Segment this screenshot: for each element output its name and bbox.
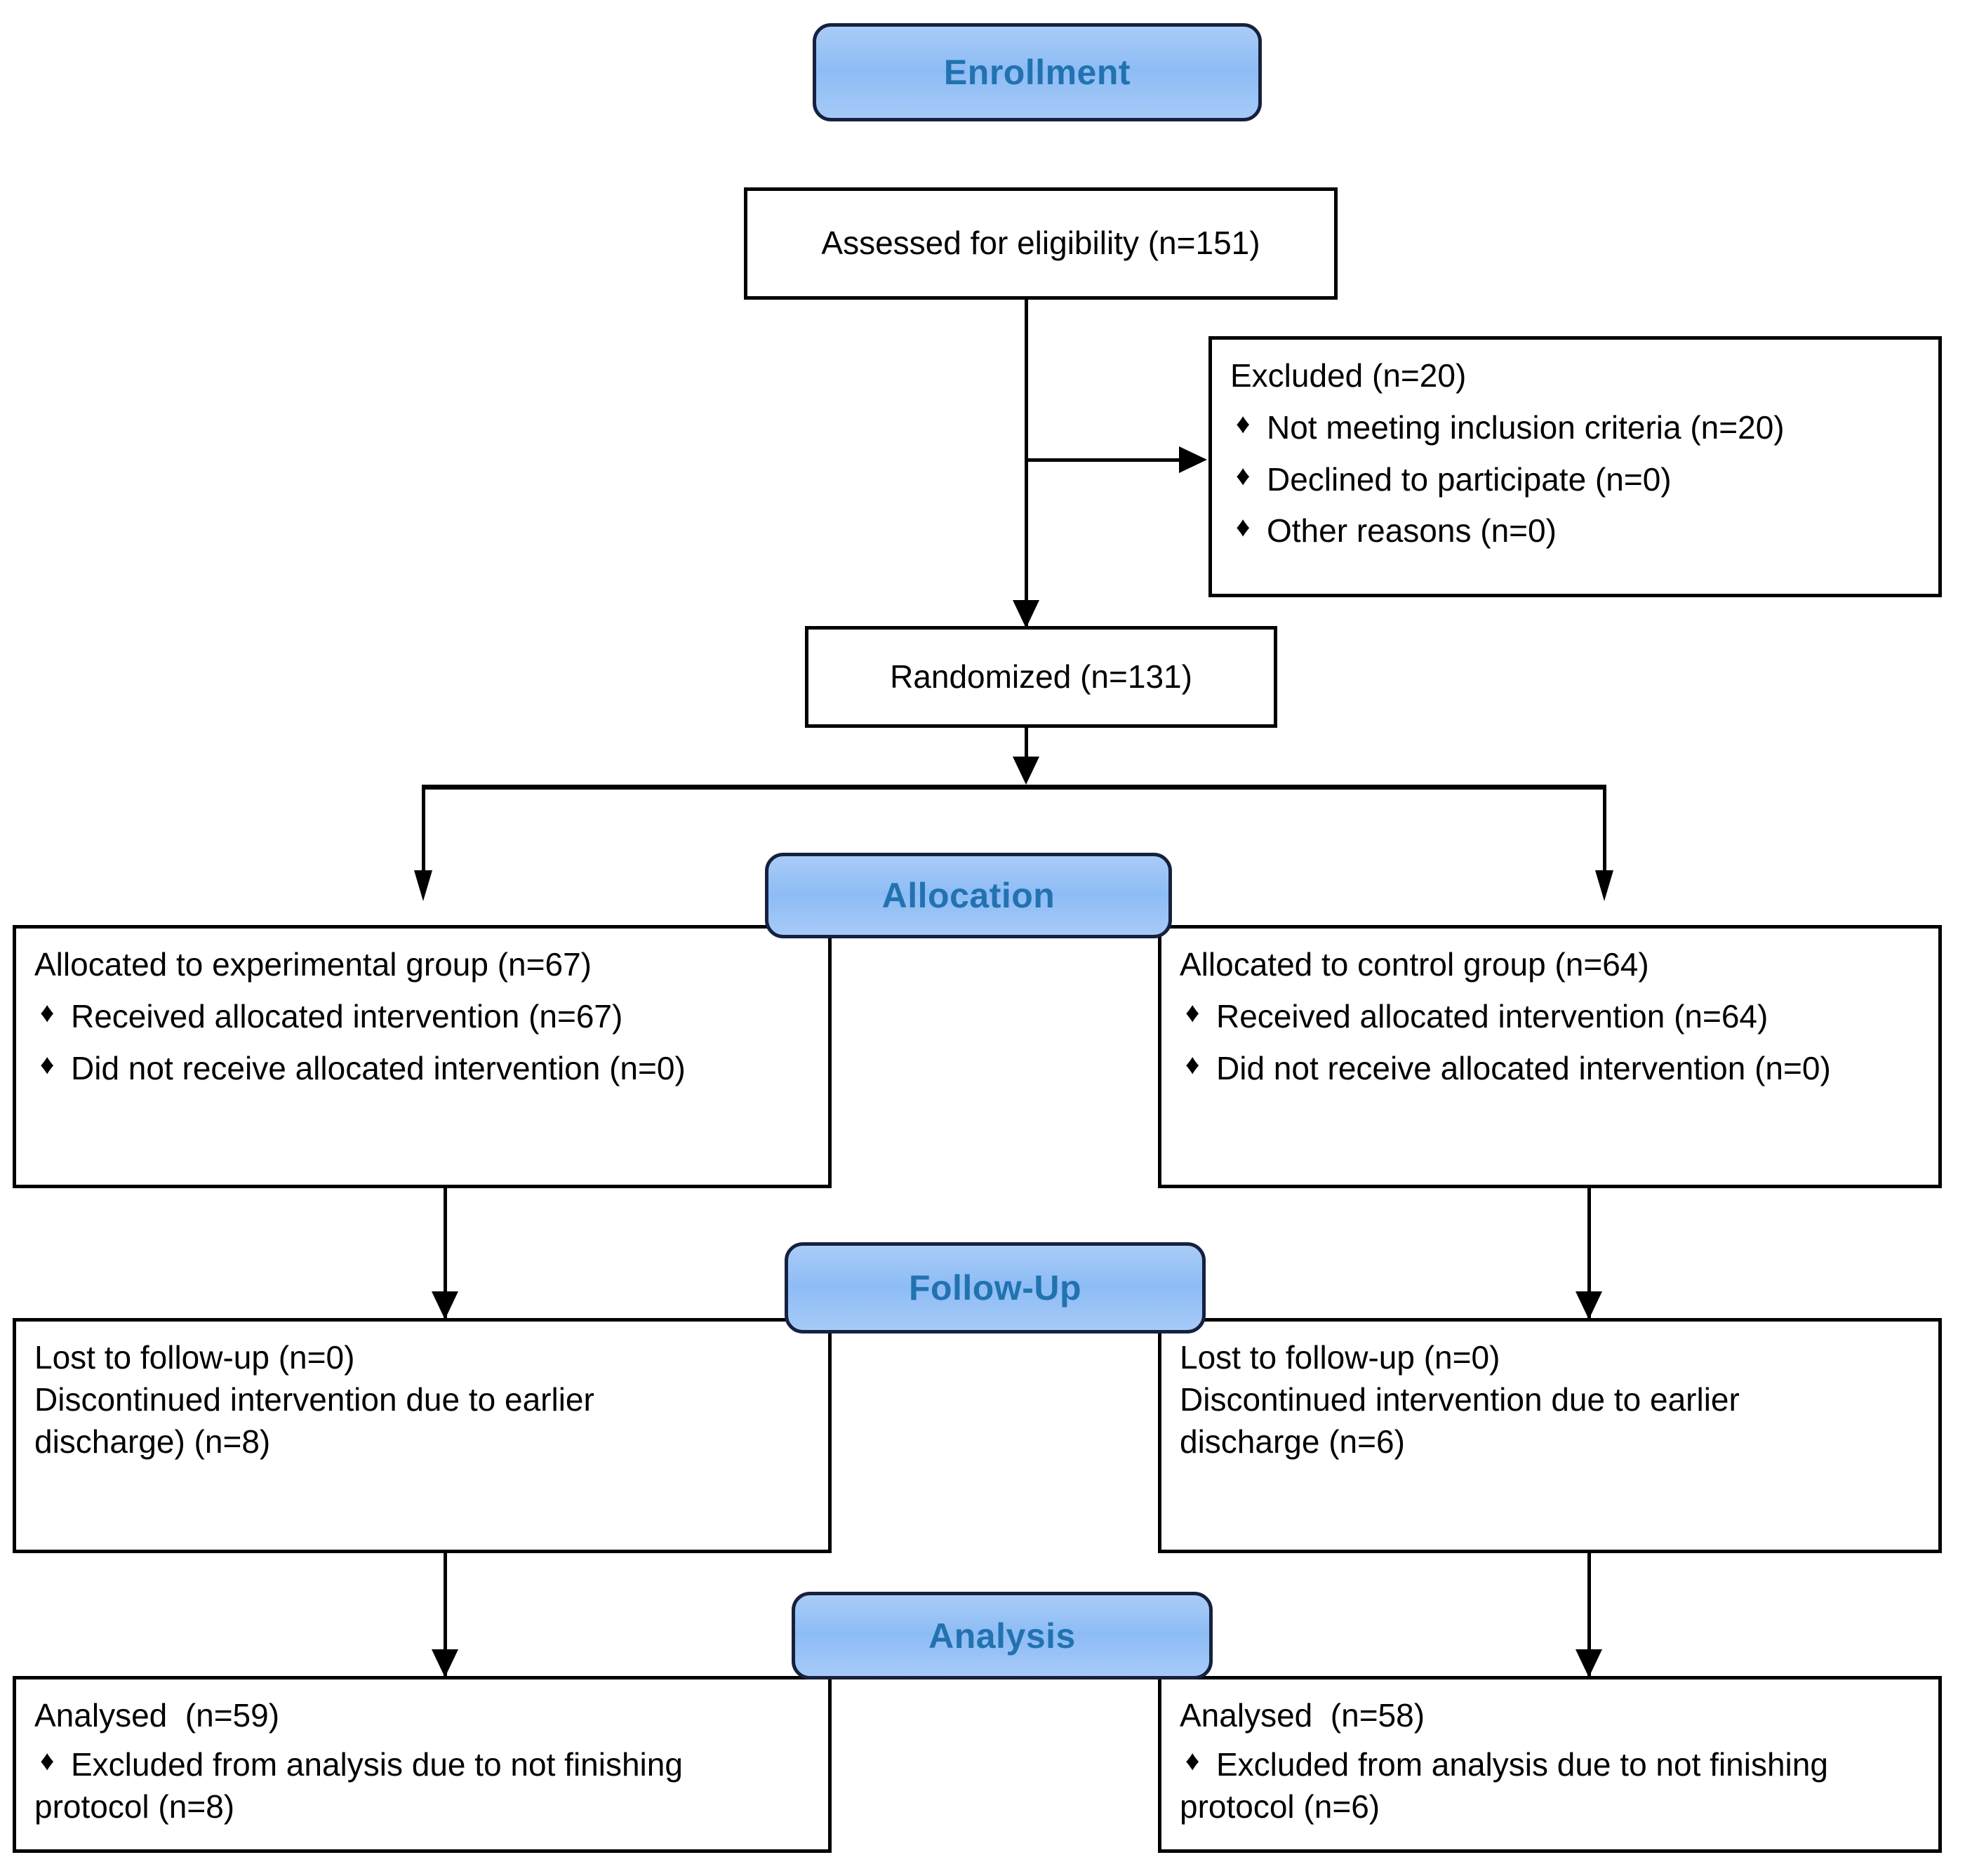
- stage-banner-analysis-label: Analysis: [928, 1616, 1076, 1656]
- node-excluded-item: ♦ Declined to participate (n=0): [1230, 459, 1920, 501]
- diamond-bullet-icon: ♦: [40, 1745, 55, 1776]
- stage-banner-followup: Follow-Up: [785, 1242, 1206, 1333]
- diamond-bullet-icon: ♦: [40, 997, 55, 1028]
- node-excluded-item-label: Other reasons (n=0): [1267, 512, 1557, 550]
- node-followup-control-line1: Lost to follow-up (n=0): [1180, 1339, 1500, 1376]
- connector-randomized-down: [1025, 728, 1028, 770]
- connector-split-left: [422, 785, 425, 890]
- arrowhead-to-excluded: [1179, 446, 1207, 473]
- node-analysis-control-item-line2: protocol (n=6): [1180, 1788, 1380, 1825]
- node-allocated-experimental-item-label: Received allocated intervention (n=67): [71, 997, 623, 1035]
- node-allocated-control-item: ♦ Did not receive allocated intervention…: [1180, 1048, 1920, 1090]
- node-assessed-text: Assessed for eligibility (n=151): [821, 225, 1260, 262]
- node-allocated-experimental-heading: Allocated to experimental group (n=67): [34, 946, 592, 983]
- node-analysis-control-item: ♦ Excluded from analysis due to not fini…: [1180, 1744, 1920, 1786]
- diamond-bullet-icon: ♦: [1185, 1745, 1200, 1776]
- node-followup-control-line2: Discontinued intervention due to earlier: [1180, 1381, 1740, 1418]
- node-excluded: Excluded (n=20) ♦ Not meeting inclusion …: [1208, 336, 1942, 597]
- node-allocated-control: Allocated to control group (n=64) ♦ Rece…: [1158, 925, 1942, 1188]
- arrowhead-followup-left-to-analysis: [432, 1649, 458, 1677]
- node-excluded-item: ♦ Not meeting inclusion criteria (n=20): [1230, 407, 1920, 449]
- node-allocated-experimental-item: ♦ Received allocated intervention (n=67): [34, 996, 810, 1038]
- arrowhead-split-left: [414, 870, 432, 901]
- arrowhead-randomized-split: [1013, 757, 1039, 785]
- node-allocated-control-heading: Allocated to control group (n=64): [1180, 946, 1649, 983]
- connector-assessed-to-randomized: [1025, 300, 1028, 626]
- node-allocated-experimental-item: ♦ Did not receive allocated intervention…: [34, 1048, 810, 1090]
- stage-banner-enrollment: Enrollment: [813, 23, 1262, 121]
- node-allocated-experimental-item-label: Did not receive allocated intervention (…: [71, 1049, 686, 1086]
- node-analysis-experimental-item-line2: protocol (n=8): [34, 1788, 235, 1825]
- node-randomized: Randomized (n=131): [805, 626, 1277, 728]
- diamond-bullet-icon: ♦: [1236, 460, 1251, 491]
- node-allocated-control-item: ♦ Received allocated intervention (n=64): [1180, 996, 1920, 1038]
- node-followup-experimental-line2: Discontinued intervention due to earlier: [34, 1381, 594, 1418]
- node-excluded-item-label: Not meeting inclusion criteria (n=20): [1267, 408, 1785, 446]
- node-assessed-for-eligibility: Assessed for eligibility (n=151): [744, 187, 1338, 300]
- node-allocated-control-item-label: Did not receive allocated intervention (…: [1216, 1049, 1831, 1086]
- node-excluded-heading: Excluded (n=20): [1230, 357, 1467, 394]
- node-analysis-control-heading: Analysed (n=58): [1180, 1697, 1425, 1734]
- node-analysis-control-item-line1: Excluded from analysis due to not finish…: [1216, 1745, 1828, 1783]
- node-analysis-experimental-item: ♦ Excluded from analysis due to not fini…: [34, 1744, 810, 1786]
- node-followup-experimental-line1: Lost to follow-up (n=0): [34, 1339, 355, 1376]
- node-followup-control: Lost to follow-up (n=0) Discontinued int…: [1158, 1318, 1942, 1553]
- arrowhead-split-right: [1595, 870, 1613, 901]
- diamond-bullet-icon: ♦: [1236, 512, 1251, 543]
- diamond-bullet-icon: ♦: [1185, 997, 1200, 1028]
- connector-split-right: [1603, 785, 1606, 890]
- node-analysis-experimental: Analysed (n=59) ♦ Excluded from analysis…: [13, 1676, 832, 1853]
- connector-followup-left-to-analysis: [444, 1553, 447, 1676]
- stage-banner-allocation: Allocation: [765, 853, 1172, 938]
- arrowhead-followup-right-to-analysis: [1576, 1649, 1602, 1677]
- node-analysis-control: Analysed (n=58) ♦ Excluded from analysis…: [1158, 1676, 1942, 1853]
- connector-followup-right-to-analysis: [1587, 1553, 1591, 1676]
- arrowhead-assessed-to-randomized: [1013, 600, 1039, 628]
- stage-banner-analysis: Analysis: [792, 1592, 1213, 1679]
- connector-alloc-left-to-followup: [444, 1188, 447, 1318]
- stage-banner-enrollment-label: Enrollment: [943, 53, 1131, 92]
- connector-allocation-split-bar: [422, 785, 1606, 790]
- node-allocated-experimental: Allocated to experimental group (n=67) ♦…: [13, 925, 832, 1188]
- diamond-bullet-icon: ♦: [1185, 1049, 1200, 1080]
- node-randomized-text: Randomized (n=131): [890, 658, 1192, 695]
- node-analysis-experimental-item-line1: Excluded from analysis due to not finish…: [71, 1745, 683, 1783]
- node-followup-experimental: Lost to follow-up (n=0) Discontinued int…: [13, 1318, 832, 1553]
- stage-banner-followup-label: Follow-Up: [908, 1268, 1082, 1308]
- connector-alloc-right-to-followup: [1587, 1188, 1591, 1318]
- node-analysis-experimental-heading: Analysed (n=59): [34, 1697, 280, 1734]
- node-followup-control-line3: discharge (n=6): [1180, 1423, 1405, 1460]
- connector-to-excluded: [1025, 458, 1183, 462]
- diamond-bullet-icon: ♦: [40, 1049, 55, 1080]
- node-allocated-control-item-label: Received allocated intervention (n=64): [1216, 997, 1768, 1035]
- node-excluded-item: ♦ Other reasons (n=0): [1230, 510, 1920, 552]
- diamond-bullet-icon: ♦: [1236, 408, 1251, 439]
- node-excluded-item-label: Declined to participate (n=0): [1267, 460, 1672, 498]
- arrowhead-alloc-right-to-followup: [1576, 1291, 1602, 1319]
- stage-banner-allocation-label: Allocation: [881, 876, 1055, 915]
- node-followup-experimental-line3: discharge) (n=8): [34, 1423, 271, 1460]
- arrowhead-alloc-left-to-followup: [432, 1291, 458, 1319]
